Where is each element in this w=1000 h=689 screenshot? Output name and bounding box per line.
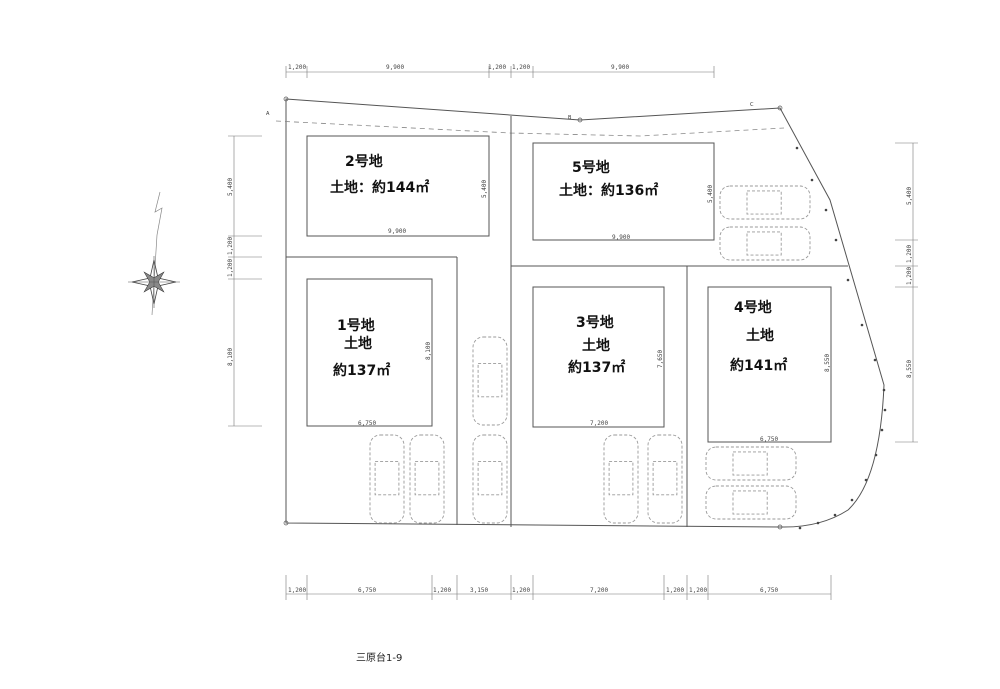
lot-2-depth: 5,400: [481, 180, 488, 198]
boundary-point: [810, 178, 814, 182]
lot-2-width: 9,900: [388, 228, 406, 235]
lot-3-depth: 7,650: [657, 350, 664, 368]
top-dim-1: 1,200: [288, 64, 306, 71]
car-icon: [705, 446, 797, 481]
lot-1-depth: 8,100: [425, 342, 432, 360]
car-icons: [369, 185, 811, 524]
lot-5-name: 5号地: [572, 159, 610, 176]
lot-4-width: 6,750: [760, 436, 778, 443]
bottom-dim-6: 7,200: [590, 587, 608, 594]
boundary-point: [864, 478, 868, 482]
car-icon: [647, 434, 683, 524]
marker-b: B: [568, 115, 572, 121]
lot-3-land: 土地: [582, 337, 610, 354]
bottom-dim-5: 1,200: [512, 587, 530, 594]
building-dimensions: 9,900 5,400 9,900 5,400 6,750 8,100 7,20…: [358, 180, 831, 443]
site-caption: 三原台1-9: [356, 651, 402, 664]
lot-3-name: 3号地: [576, 314, 614, 331]
top-dim-3: 1,200: [488, 64, 506, 71]
right-dimensions: 5,400 1,200 1,200 8,550: [895, 142, 918, 443]
car-icon: [705, 485, 797, 520]
lot-4-area: 約141㎡: [730, 357, 787, 374]
lot-labels: 2号地 土地：約144㎡ 5号地 土地：約136㎡ 1号地 土地 約137㎡ 3…: [330, 153, 787, 379]
boundary-point: [795, 146, 799, 150]
lot-2-building: [306, 135, 490, 237]
bottom-dim-3: 1,200: [433, 587, 451, 594]
lot-5-depth: 5,400: [707, 185, 714, 203]
site-boundary: [275, 98, 885, 528]
left-dim-3: 1,200: [227, 259, 234, 277]
boundary-point: [850, 498, 854, 502]
bottom-dim-9: 6,750: [760, 587, 778, 594]
right-dim-2: 1,200: [906, 245, 913, 263]
lot-3-building: [532, 286, 665, 428]
top-dim-5: 9,900: [611, 64, 629, 71]
boundary-point: [824, 208, 828, 212]
right-dim-3: 1,200: [906, 267, 913, 285]
left-dim-1: 5,400: [227, 178, 234, 196]
left-dimensions: 5,400 1,200 1,200 8,100: [227, 135, 262, 427]
left-dim-2: 1,200: [227, 237, 234, 255]
boundary-point: [860, 323, 864, 327]
bottom-dim-8: 1,200: [689, 587, 707, 594]
bottom-dim-2: 6,750: [358, 587, 376, 594]
building-footprints: [306, 135, 832, 443]
lot-divisions: [286, 116, 848, 527]
bottom-dim-1: 1,200: [288, 587, 306, 594]
car-icon: [369, 434, 405, 524]
lot-2-area: 土地：約144㎡: [330, 179, 429, 196]
bottom-dimensions: 1,200 6,750 1,200 3,150 1,200 7,200 1,20…: [285, 575, 832, 600]
boundary-point: [880, 428, 884, 432]
curve-markers: [795, 146, 887, 530]
lot-1-width: 6,750: [358, 420, 376, 427]
lot-4-building: [707, 286, 832, 443]
boundary-point: [833, 513, 837, 517]
car-icon: [472, 336, 508, 426]
lot-1-building: [306, 278, 433, 427]
car-icon: [472, 434, 508, 524]
compass-icon: [128, 191, 180, 316]
left-dim-4: 8,100: [227, 348, 234, 366]
lot-4-depth: 8,550: [824, 354, 831, 372]
boundary-point: [883, 408, 887, 412]
lot-5-width: 9,900: [612, 234, 630, 241]
top-dimensions: 1,200 9,900 1,200 1,200 9,900: [285, 64, 715, 78]
boundary-point: [874, 453, 878, 457]
top-dim-4: 1,200: [512, 64, 530, 71]
marker-a: A: [266, 111, 270, 117]
bottom-dim-4: 3,150: [470, 587, 488, 594]
boundary-point: [834, 238, 838, 242]
lot-3-width: 7,200: [590, 420, 608, 427]
boundary-markers: A B C: [266, 96, 783, 530]
car-icon: [603, 434, 639, 524]
right-dim-4: 8,550: [906, 360, 913, 378]
bottom-dim-7: 1,200: [666, 587, 684, 594]
lot-4-land: 土地: [746, 327, 774, 344]
lot-1-name: 1号地: [337, 317, 375, 334]
lot-4-name: 4号地: [734, 299, 772, 316]
lot-1-area: 約137㎡: [333, 362, 390, 379]
lot-5-building: [532, 142, 715, 241]
car-icon: [719, 185, 811, 220]
boundary-point: [798, 526, 802, 530]
lot-1-land: 土地: [344, 335, 372, 352]
lot-2-name: 2号地: [345, 153, 383, 170]
car-icon: [409, 434, 445, 524]
boundary-point: [882, 388, 886, 392]
lot-5-area: 土地：約136㎡: [559, 182, 658, 199]
boundary-point: [846, 278, 850, 282]
top-dim-2: 9,900: [386, 64, 404, 71]
boundary-point: [873, 358, 877, 362]
right-dim-1: 5,400: [906, 187, 913, 205]
marker-c: C: [750, 102, 754, 108]
car-icon: [719, 226, 811, 261]
boundary-point: [816, 521, 820, 525]
lot-3-area: 約137㎡: [568, 359, 625, 376]
